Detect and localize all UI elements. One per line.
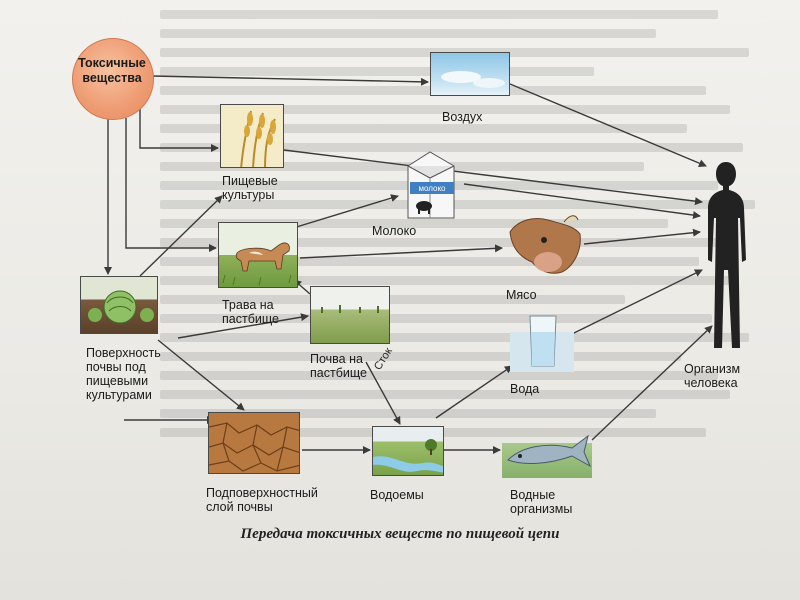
arrow-toxic-to-crops (139, 108, 219, 152)
cow-head-icon (504, 210, 584, 278)
water-label: Вода (510, 382, 540, 396)
fish-icon (502, 420, 592, 478)
glass-of-water-icon (510, 312, 574, 372)
arrow-soil-to-subsoil-diag (157, 339, 245, 411)
arrow-aquatic-to-human (591, 325, 713, 441)
milk-carton-icon: молоко (400, 148, 462, 222)
arrow-air-to-human (509, 83, 707, 167)
arrow-soil-to-pasture-soil (177, 313, 309, 339)
sky-icon (430, 52, 510, 96)
landscape-with-river-icon (372, 426, 444, 476)
arrow-milk-to-human (463, 183, 701, 220)
crops-label: Пищевые культуры (222, 174, 278, 202)
arrow-toxic-to-air (151, 75, 429, 86)
pasture-soil-label: Почва на пастбище (310, 352, 367, 380)
milk-carton-text: молоко (418, 184, 446, 193)
subsoil-label: Подповерхностный слой почвы (206, 486, 318, 514)
calf-on-pasture-icon (218, 222, 298, 288)
human-label: Организм человека (684, 362, 741, 390)
waterbodies-label: Водоемы (370, 488, 424, 502)
arrow-crops-to-human (283, 149, 703, 206)
aquatic-label: Водные организмы (510, 488, 573, 516)
air-label: Воздух (442, 110, 483, 124)
arrow-runoff (365, 361, 401, 425)
wheat-icon (220, 104, 284, 168)
arrow-toxic-to-grass (125, 118, 217, 252)
arrow-grass-to-meat (299, 244, 503, 259)
arrow-soil-to-crops (139, 195, 223, 277)
toxic-substances-label: Токсичные вещества (78, 56, 146, 85)
cracked-soil-icon (208, 412, 300, 474)
arrow-water-to-human (571, 269, 703, 335)
arrow-meat-to-human (583, 228, 701, 245)
cabbage-icon (80, 276, 158, 334)
toxic-substances-node (72, 38, 154, 120)
grass-label: Трава на пастбище (222, 298, 279, 326)
pasture-field-icon (310, 286, 390, 344)
meat-label: Мясо (506, 288, 537, 302)
arrow-waterbodies-to-water (435, 365, 513, 419)
figure-caption: Передача токсичных веществ по пищевой це… (240, 526, 560, 542)
arrow-grass-to-milk (279, 194, 399, 233)
human-silhouette-icon (696, 160, 756, 350)
milk-label: Молоко (372, 224, 417, 238)
soil-surface-label: Поверхность почвы под пищевыми культурам… (86, 346, 161, 402)
